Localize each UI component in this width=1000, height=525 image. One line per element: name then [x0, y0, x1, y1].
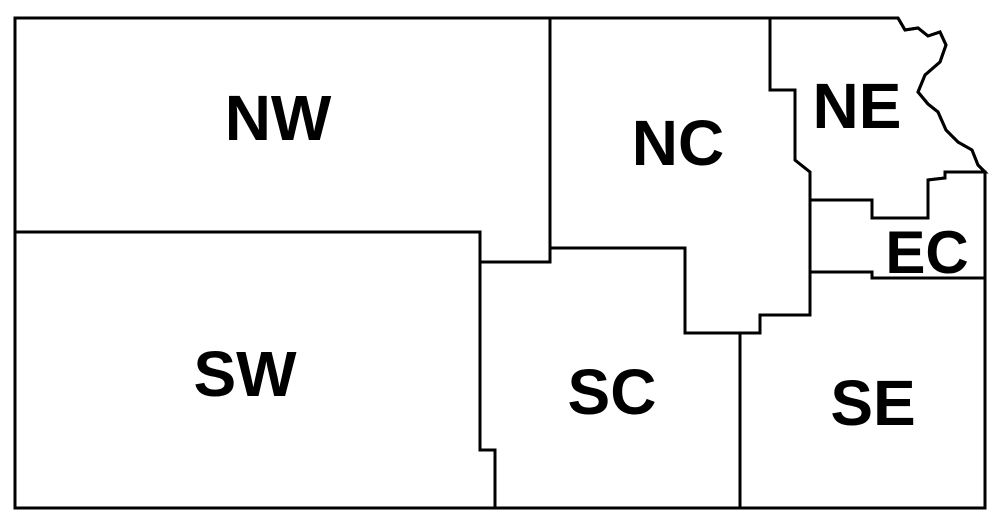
label-se: SE [830, 367, 915, 439]
label-sc: SC [568, 356, 657, 428]
label-nc: NC [632, 107, 724, 179]
label-nw: NW [225, 82, 332, 154]
label-ec: EC [885, 219, 968, 286]
label-sw: SW [193, 338, 297, 410]
state-outline [13, 16, 987, 510]
label-ne: NE [813, 70, 902, 142]
